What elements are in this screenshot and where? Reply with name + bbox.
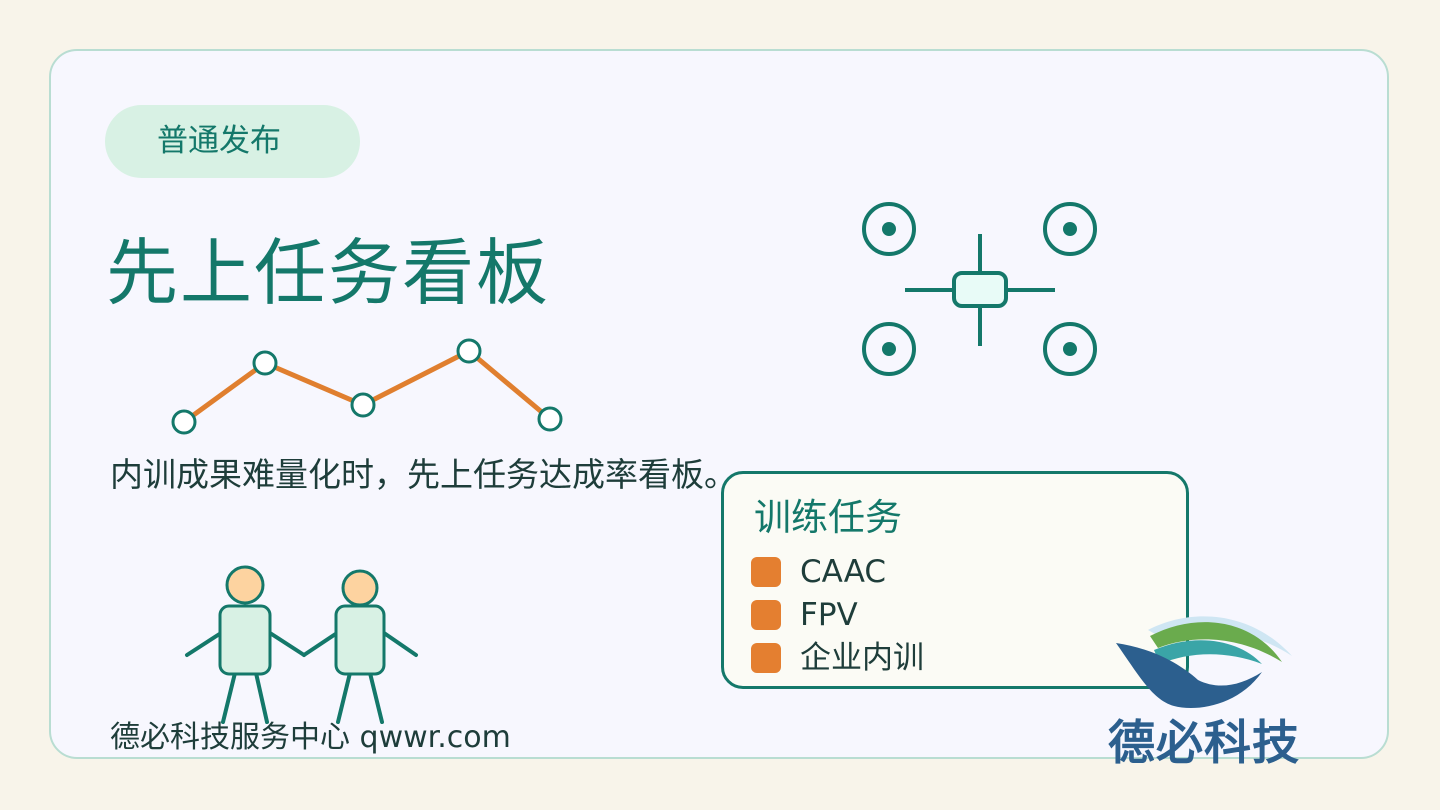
status-badge: 普通发布 — [105, 105, 360, 178]
page-title: 先上任务看板 — [106, 231, 551, 315]
legend-item: CAAC — [751, 550, 924, 593]
legend-swatch — [751, 642, 781, 673]
legend-item: FPV — [751, 593, 924, 636]
logo-text: 德必科技 — [1108, 716, 1300, 771]
badge-label: 普通发布 — [157, 123, 281, 159]
legend-card: 训练任务 CAAC FPV 企业内训 — [721, 471, 1189, 689]
legend-label: FPV — [800, 596, 858, 633]
legend-swatch — [751, 599, 781, 630]
footer-text: 德必科技服务中心 qwwr.com — [110, 720, 511, 755]
legend-list: CAAC FPV 企业内训 — [751, 550, 924, 679]
legend-swatch — [751, 556, 781, 587]
legend-label: CAAC — [800, 553, 887, 590]
legend-item: 企业内训 — [751, 636, 924, 679]
description-text: 内训成果难量化时，先上任务达成率看板。 — [110, 455, 737, 494]
legend-title: 训练任务 — [754, 496, 902, 539]
legend-label: 企业内训 — [800, 639, 924, 676]
